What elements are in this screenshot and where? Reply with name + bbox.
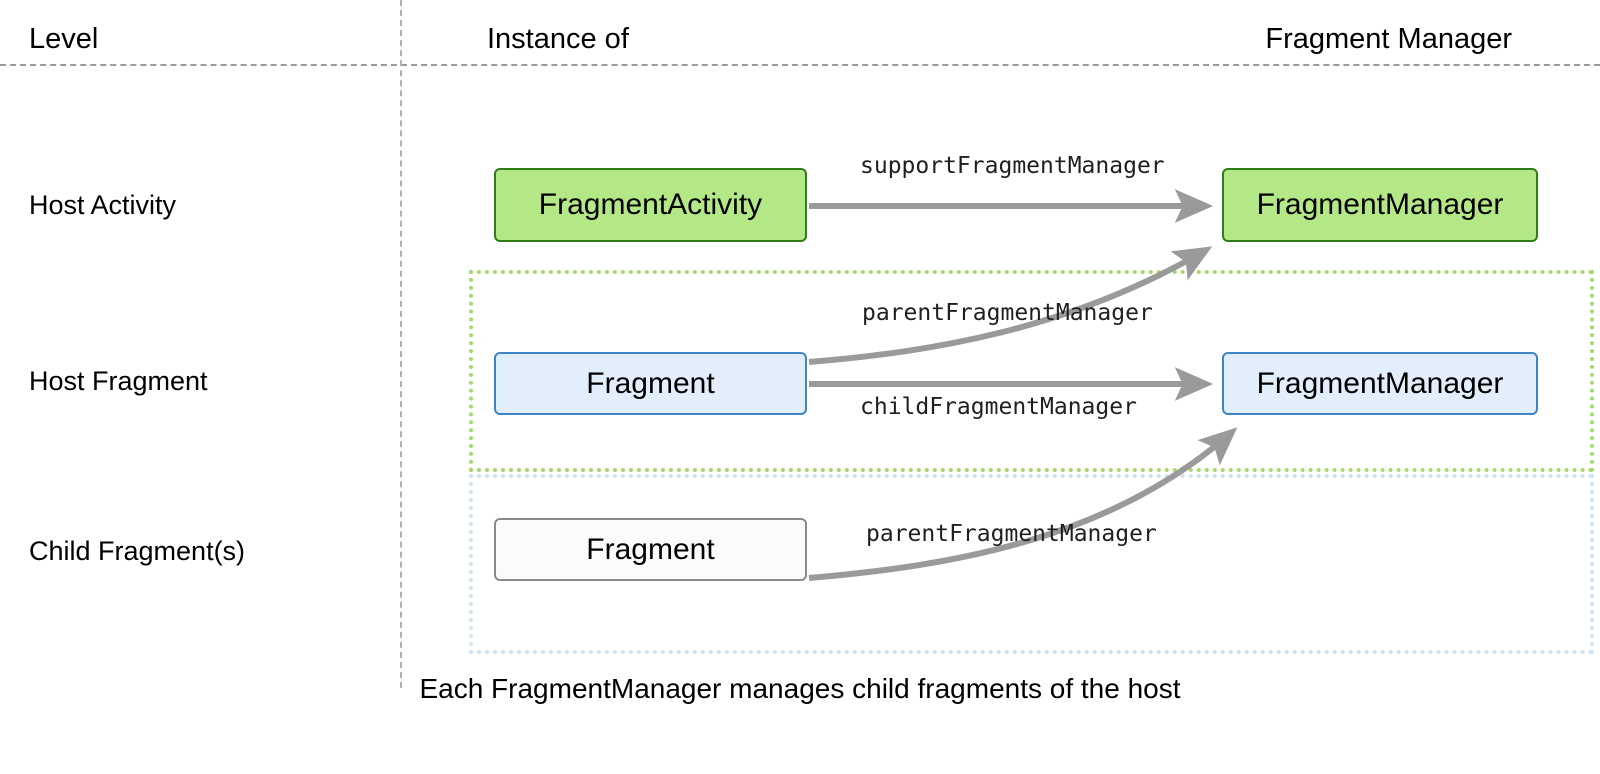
column-header-instance: Instance of — [487, 23, 629, 55]
node-label: FragmentManager — [1256, 188, 1504, 221]
node-fragment-host[interactable]: Fragment — [494, 352, 807, 415]
column-header-level: Level — [29, 23, 99, 55]
node-fragment-manager-host[interactable]: FragmentManager — [1222, 352, 1538, 415]
node-fragment-manager-activity[interactable]: FragmentManager — [1222, 168, 1538, 242]
diagram-caption: Each FragmentManager manages child fragm… — [419, 673, 1181, 704]
edge-label-support-fragment-manager: supportFragmentManager — [860, 153, 1165, 179]
level-label-host-activity: Host Activity — [29, 190, 177, 220]
edge-label-parent-fragment-manager-child: parentFragmentManager — [866, 521, 1157, 547]
level-label-child-fragment: Child Fragment(s) — [29, 536, 246, 566]
node-label: Fragment — [586, 366, 715, 400]
node-label: FragmentManager — [1256, 366, 1504, 400]
column-divider-vertical — [400, 0, 402, 688]
node-fragment-child[interactable]: Fragment — [494, 518, 807, 581]
node-label: Fragment — [586, 532, 715, 566]
node-fragment-activity[interactable]: FragmentActivity — [494, 168, 807, 242]
level-label-host-fragment: Host Fragment — [29, 366, 208, 396]
column-header-fragment-manager: Fragment Manager — [1265, 23, 1512, 55]
edge-label-child-fragment-manager: childFragmentManager — [860, 394, 1137, 420]
edge-label-parent-fragment-manager-host: parentFragmentManager — [862, 300, 1153, 326]
header-divider-horizontal — [0, 64, 1600, 66]
node-label: FragmentActivity — [538, 188, 763, 221]
